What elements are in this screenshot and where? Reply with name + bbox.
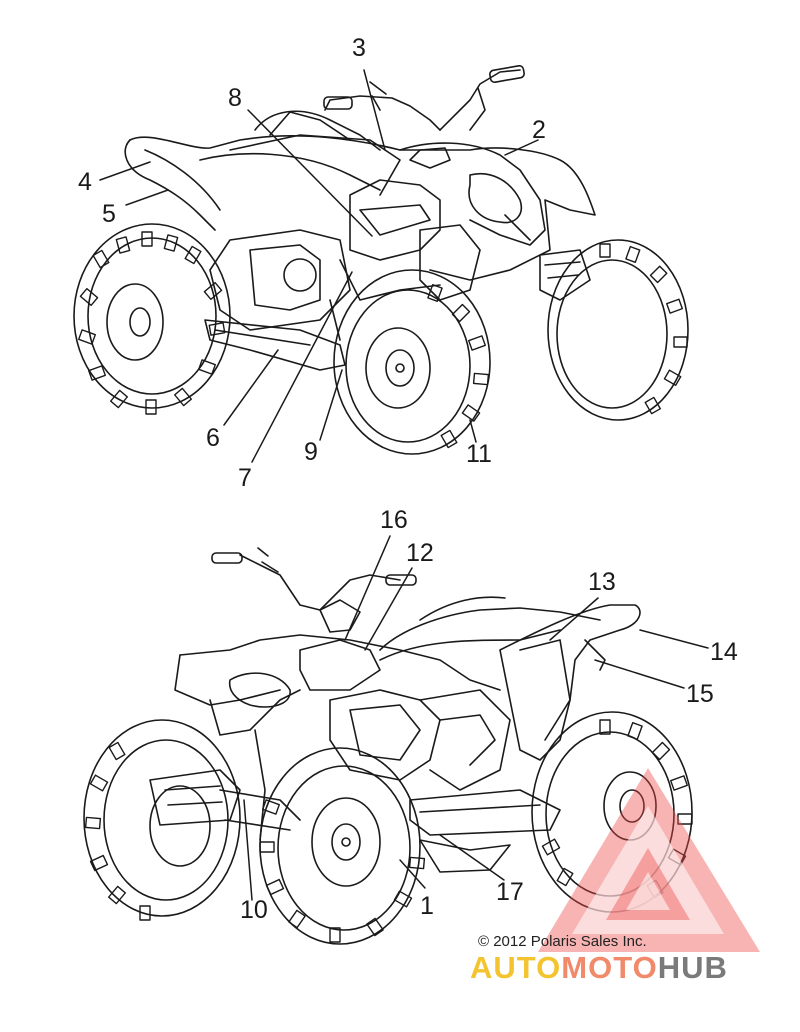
callout-11: 11: [466, 440, 492, 468]
callout-9: 9: [304, 438, 318, 466]
callout-17: 17: [496, 878, 524, 906]
top-leader-lines: [99, 69, 539, 463]
copyright-notice: © 2012 Polaris Sales Inc.: [478, 933, 647, 950]
brand-part-auto: AUTO: [470, 950, 562, 985]
callout-12: 12: [406, 539, 434, 567]
callout-4: 4: [78, 168, 92, 196]
callout-8: 8: [228, 84, 242, 112]
callout-6: 6: [206, 424, 220, 452]
callout-3: 3: [352, 34, 366, 62]
top-atv-illustration: [73, 64, 689, 455]
callout-13: 13: [588, 568, 616, 596]
callout-2: 2: [532, 116, 546, 144]
callout-5: 5: [102, 200, 116, 228]
watermark-brand: AUTOMOTOHUB: [470, 950, 728, 986]
callout-14: 14: [710, 638, 738, 666]
brand-part-hub: HUB: [657, 950, 728, 985]
callout-16: 16: [380, 506, 408, 534]
callout-7: 7: [238, 464, 252, 492]
brand-part-moto: MOTO: [561, 950, 658, 985]
callout-1: 1: [420, 892, 434, 920]
bottom-atv-illustration: [83, 547, 693, 945]
callout-15: 15: [686, 680, 714, 708]
callout-10: 10: [240, 896, 268, 924]
bottom-leader-lines: [243, 535, 709, 901]
watermark-triangle-logo: [538, 768, 760, 952]
